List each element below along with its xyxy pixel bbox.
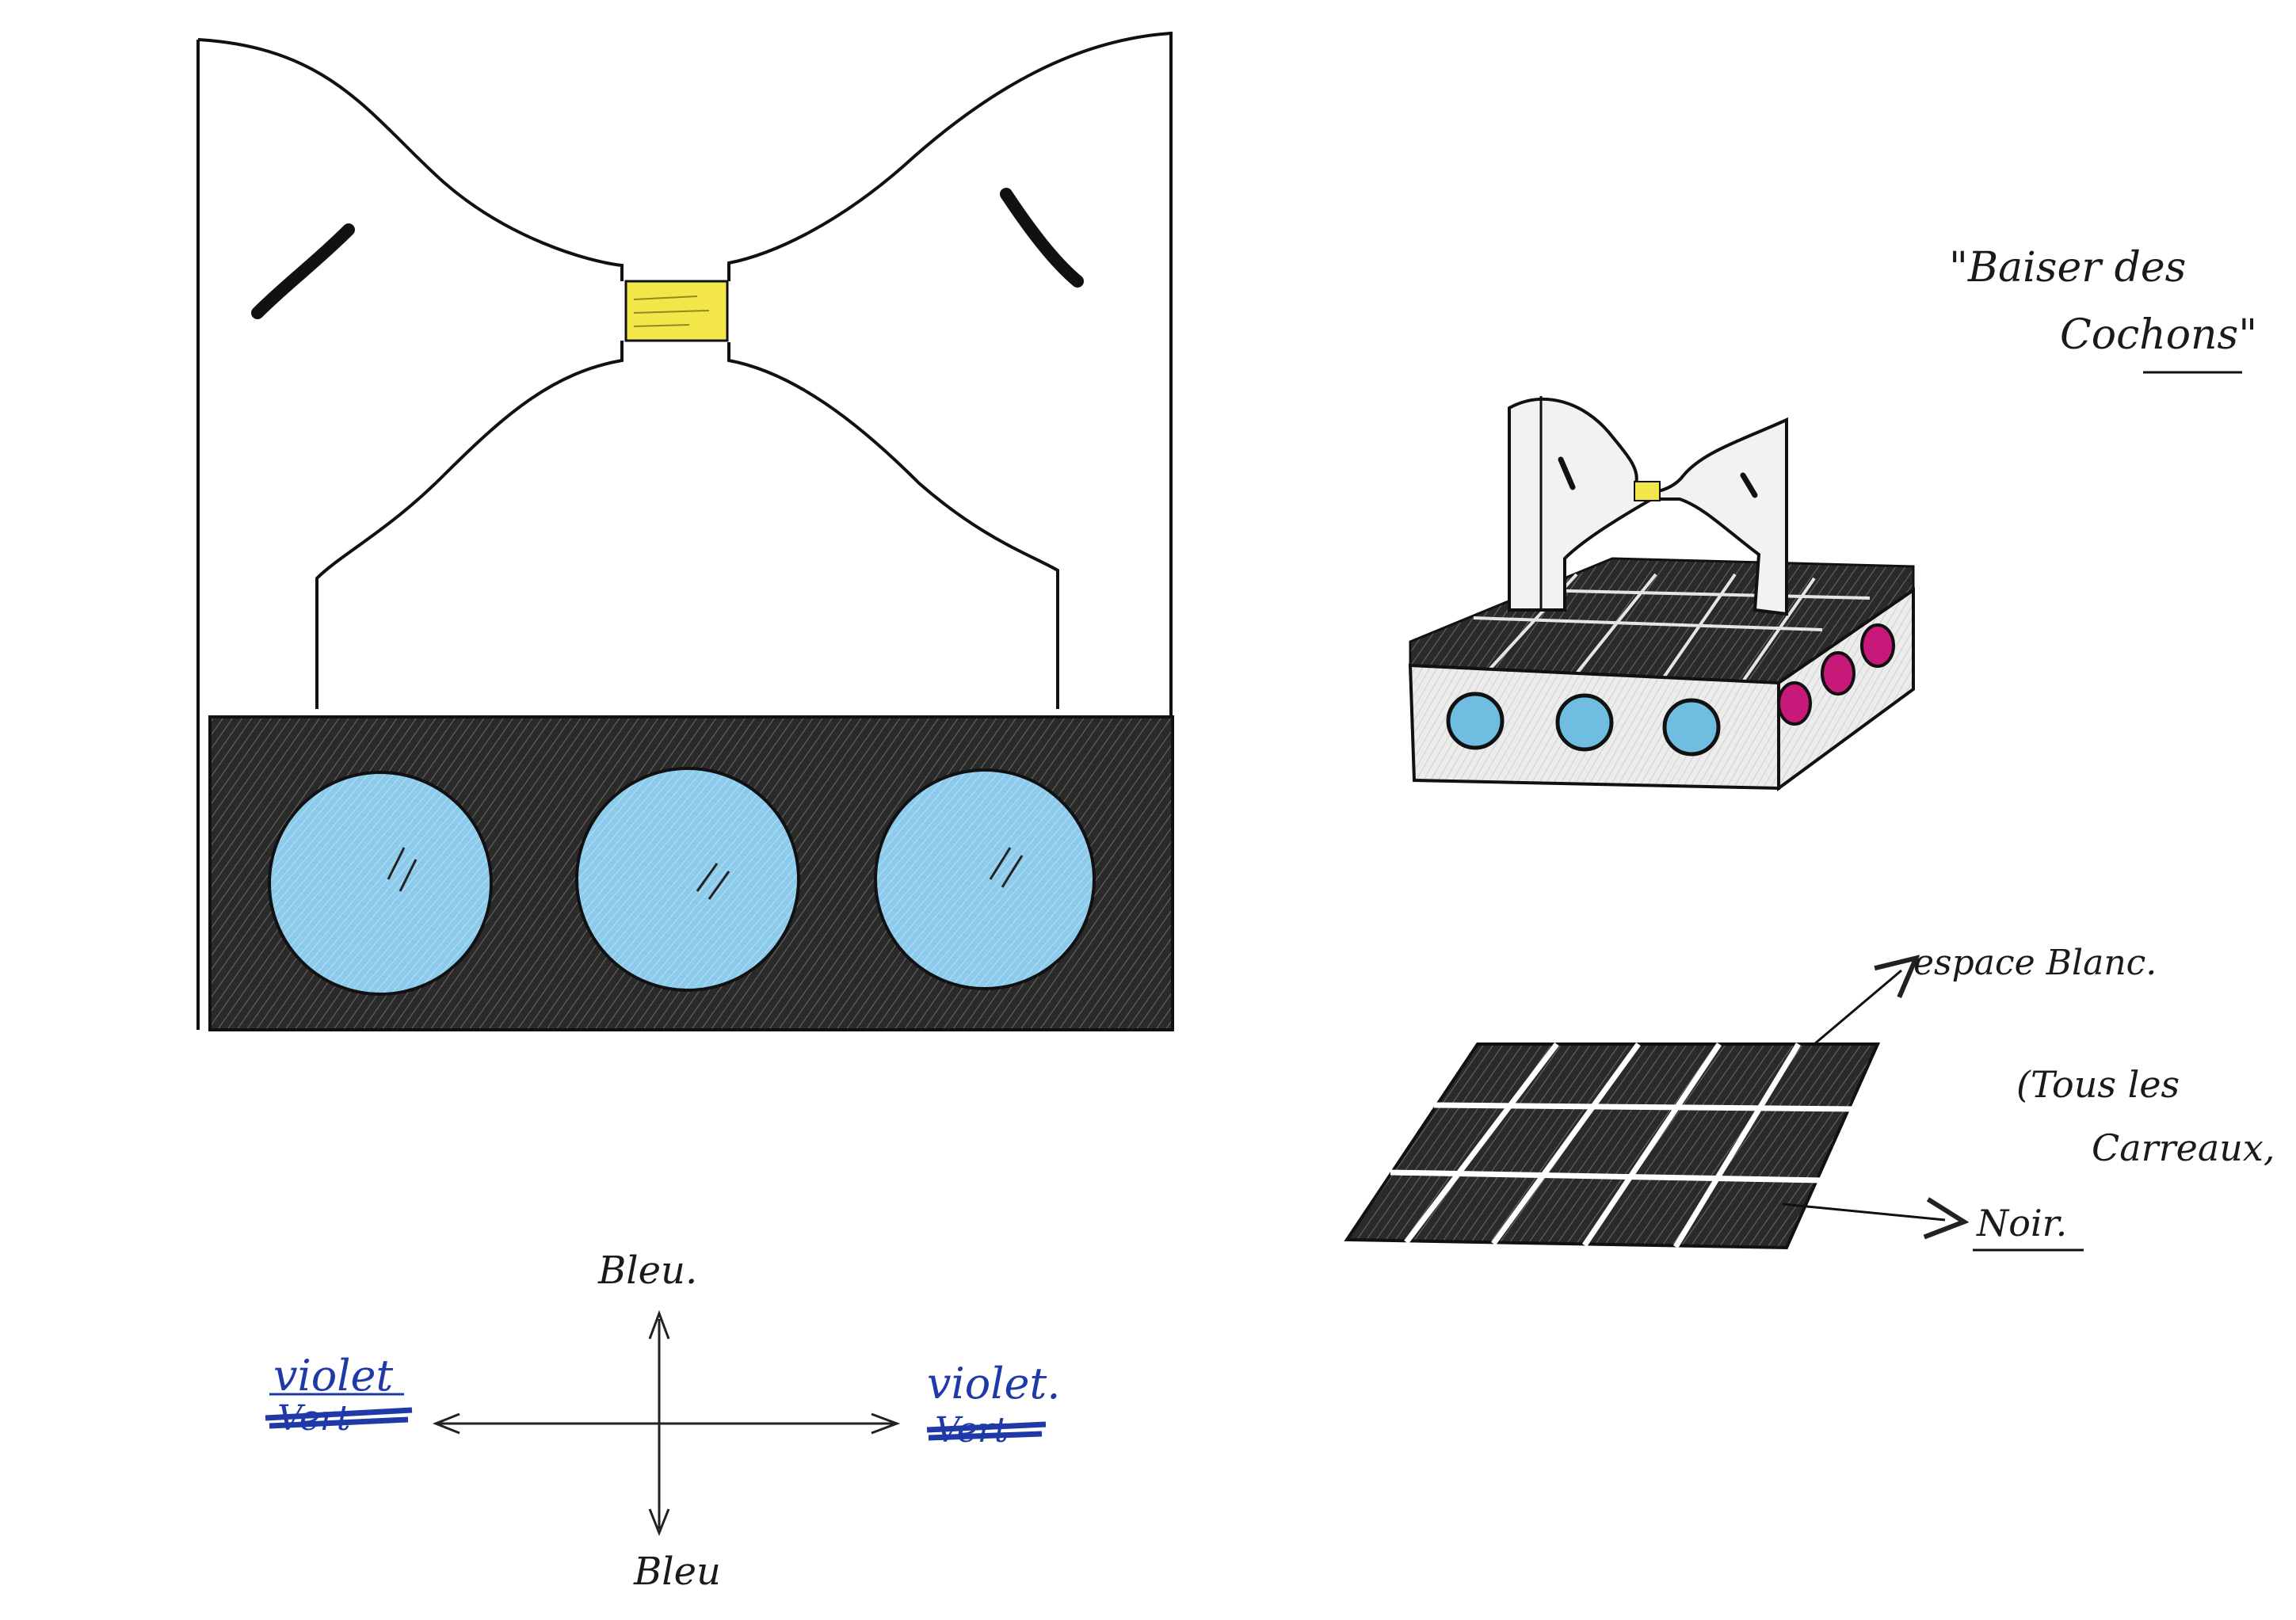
upper-silhouette <box>197 32 1172 281</box>
left-arrowhead <box>432 1412 460 1435</box>
left-eye-mark <box>251 223 355 319</box>
espace-blanc-label: espace Blanc. <box>1913 943 2157 983</box>
carreaux-label: Carreaux, <box>2092 1126 2275 1169</box>
small-yellow-connector <box>1634 481 1661 501</box>
front-view-drawing <box>196 32 1174 1031</box>
lens-3 <box>874 768 1096 990</box>
blue-button-1 <box>1446 692 1505 750</box>
title-line-1: "Baiser des <box>1949 244 2186 292</box>
bleu-bottom-label: Bleu <box>633 1549 721 1594</box>
magenta-button-3 <box>1860 623 1895 668</box>
down-arrowhead <box>648 1508 670 1537</box>
magenta-button-1 <box>1777 681 1812 726</box>
left-strikethrough <box>265 1407 413 1429</box>
bleu-top-label: Bleu. <box>597 1248 697 1293</box>
right-arrowhead <box>871 1412 901 1435</box>
espace-blanc-leader <box>1814 970 1901 1046</box>
right-eye-mark <box>1000 188 1084 288</box>
magenta-button-2 <box>1821 651 1855 696</box>
right-strikethrough <box>926 1421 1047 1441</box>
blue-button-2 <box>1555 693 1614 752</box>
noir-leader <box>1782 1204 1945 1220</box>
noir-label: Noir. <box>1976 1202 2067 1245</box>
blue-button-3 <box>1662 698 1721 757</box>
tile-grid <box>1344 1043 1881 1250</box>
tile-grid-drawing <box>1344 970 1945 1250</box>
up-arrowhead <box>648 1309 670 1340</box>
violet-left-label: violet <box>273 1351 394 1401</box>
direction-diagram <box>432 1309 901 1537</box>
lens-1 <box>268 771 493 996</box>
lens-2 <box>575 767 800 992</box>
violet-right-label: violet. <box>927 1359 1060 1408</box>
lower-silhouette <box>315 341 1059 709</box>
tous-les-label: (Tous les <box>2016 1063 2180 1106</box>
perspective-view-drawing <box>1408 396 1915 791</box>
title-line-2: Cochons" <box>2060 311 2257 359</box>
